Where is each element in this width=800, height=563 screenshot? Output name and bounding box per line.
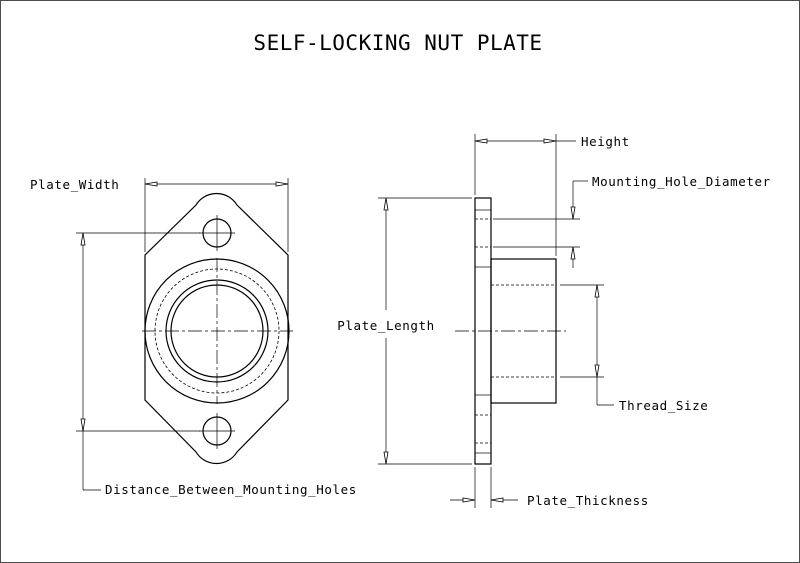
height-dimension: Height bbox=[474, 134, 630, 256]
thread-size-dimension: Thread_Size bbox=[560, 284, 708, 413]
hole-diameter-dimension: Mounting_Hole_Diameter bbox=[493, 174, 771, 268]
hole-distance-label: Distance_Between_Mounting_Holes bbox=[105, 482, 357, 497]
boss-outline bbox=[490, 258, 557, 404]
front-view bbox=[142, 192, 293, 465]
plate-width-label: Plate_Width bbox=[30, 177, 119, 192]
plate-length-label: Plate_Length bbox=[337, 318, 435, 333]
plate-width-dimension: Plate_Width bbox=[30, 177, 289, 252]
plate-thickness-label: Plate_Thickness bbox=[527, 493, 649, 508]
side-view bbox=[455, 197, 566, 465]
plate-length-dimension: Plate_Length bbox=[337, 197, 472, 465]
plate-thickness-dimension: Plate_Thickness bbox=[450, 467, 649, 508]
plate-outline bbox=[144, 192, 289, 465]
drawing-title: SELF-LOCKING NUT PLATE bbox=[253, 31, 542, 55]
height-label: Height bbox=[581, 134, 630, 149]
hole-distance-dimension: Distance_Between_Mounting_Holes bbox=[76, 232, 357, 497]
thread-size-label: Thread_Size bbox=[619, 398, 708, 413]
hole-diameter-label: Mounting_Hole_Diameter bbox=[592, 174, 771, 189]
